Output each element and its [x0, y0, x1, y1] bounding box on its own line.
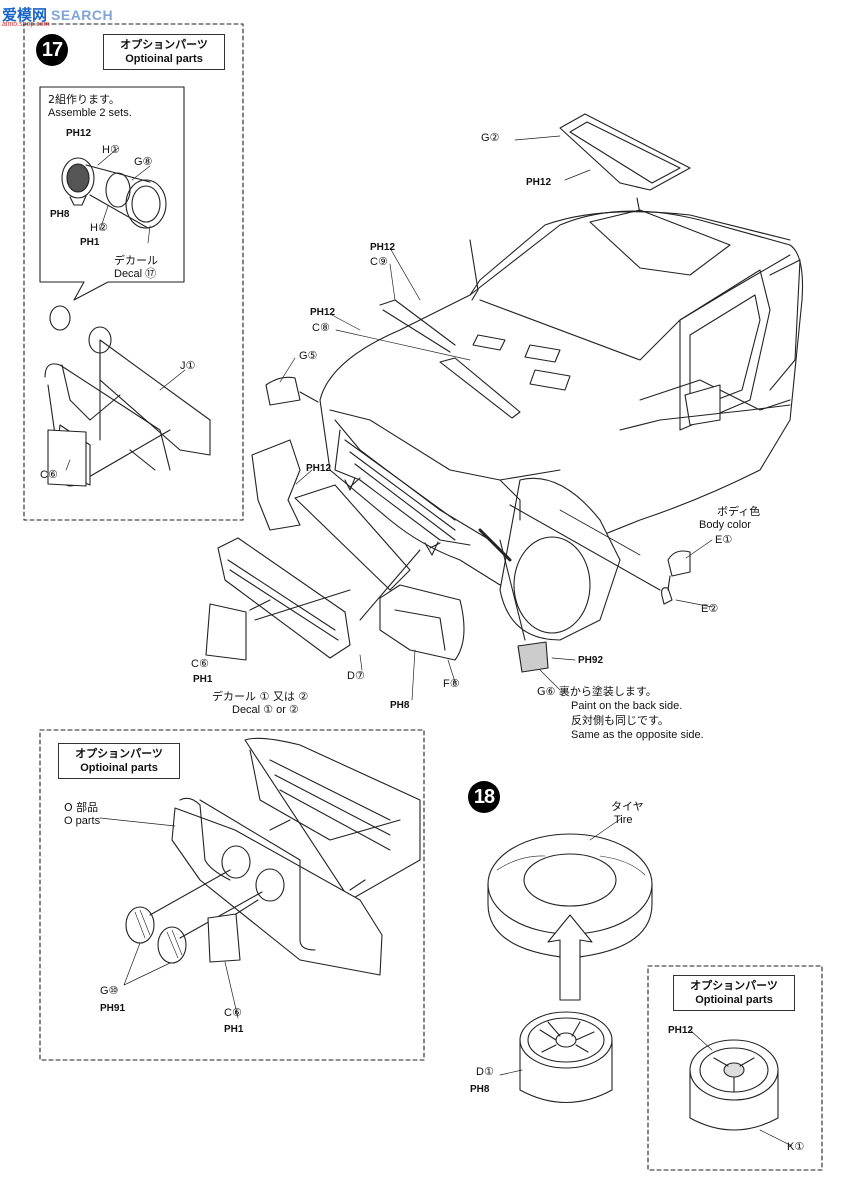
option-parts-box-top: オプションパーツ Optioinal parts	[103, 34, 225, 70]
side-marker-g6	[517, 641, 549, 673]
sunroof-glass	[559, 113, 691, 191]
option-parts-en: Optioinal parts	[80, 762, 158, 774]
label-tire-jp: タイヤ	[611, 800, 644, 813]
option-parts-jp: オプションパーツ	[690, 979, 778, 992]
label-lamp-ph8: PH8	[50, 209, 70, 220]
o-parts-bumper	[125, 737, 421, 976]
option-parts-box-bottom: オプションパーツ Optioinal parts	[58, 743, 180, 779]
label-g10: G⑩	[100, 985, 119, 997]
label-o-parts-jp: O 部品	[64, 801, 99, 814]
label-ph12-wiper: PH12	[370, 242, 396, 253]
label-ph12-wheel: PH12	[668, 1025, 694, 1036]
label-ph91: PH91	[100, 1003, 126, 1014]
label-j1: J①	[180, 360, 196, 372]
label-lamp-h1: H①	[102, 144, 120, 156]
label-k1: K①	[787, 1141, 805, 1153]
label-e1: E①	[715, 534, 733, 546]
body-color-mirror	[667, 550, 691, 577]
label-g5: G⑤	[299, 350, 318, 362]
lamp-callout-frame	[39, 86, 185, 301]
label-ph8-wheel: PH8	[470, 1084, 490, 1095]
label-decal-mid-jp: デカール ① 又は ②	[212, 690, 309, 703]
label-body-color-en: Body color	[699, 519, 751, 531]
bull-bar-left	[44, 305, 211, 487]
label-e2: E②	[701, 603, 719, 615]
option-parts-en: Optioinal parts	[125, 53, 203, 65]
step-17-badge: 17	[36, 34, 68, 66]
label-lamp-ph1: PH1	[80, 237, 100, 248]
label-opposite-jp: 反対側も同じです。	[571, 714, 669, 727]
label-c6-bottom: C⑥	[224, 1007, 242, 1019]
car-body	[319, 209, 804, 641]
label-ph12-bumper: PH12	[306, 463, 332, 474]
label-d1: D①	[476, 1066, 494, 1078]
front-grille-parts	[205, 439, 465, 661]
arrow-tire	[547, 914, 593, 1001]
label-decal-mid-en: Decal ① or ②	[232, 704, 299, 716]
label-lamp-h2: H②	[90, 222, 108, 234]
label-o-parts-en: O parts	[64, 815, 101, 827]
label-c9: C⑨	[370, 256, 388, 268]
wheel-d1	[519, 1011, 613, 1103]
watermark-search: SEARCH	[51, 7, 114, 23]
label-d7: D⑦	[347, 670, 365, 682]
option-parts-en: Optioinal parts	[695, 994, 773, 1006]
label-tire-en: Tire	[614, 814, 633, 826]
watermark-brand: 爱模网	[2, 7, 48, 24]
label-ph92: PH92	[578, 655, 604, 666]
antenna	[469, 239, 479, 301]
label-ph12-glass: PH12	[526, 177, 552, 188]
tire	[487, 833, 653, 959]
mirror-g5	[265, 376, 301, 406]
label-lamp-ph12: PH12	[66, 128, 92, 139]
wheel-option-frame	[647, 965, 823, 1171]
label-ph1-mid: PH1	[193, 674, 213, 685]
option-parts-jp: オプションパーツ	[75, 747, 163, 760]
step-18-badge: 18	[468, 781, 500, 813]
label-lamp-g8: G⑧	[134, 156, 153, 168]
label-ph1-bottom: PH1	[224, 1024, 244, 1035]
label-g6-paint-en: Paint on the back side.	[571, 700, 683, 712]
option-parts-jp: オプションパーツ	[120, 38, 208, 51]
label-g6-paint-jp: G⑥ 裏から塗装します。	[537, 685, 657, 698]
label-ph8-bumper: PH8	[390, 700, 410, 711]
bumper-option-frame	[39, 729, 425, 1061]
option-parts-box-wheel: オプションパーツ Optioinal parts	[673, 975, 795, 1011]
fog-lamp-parts	[61, 157, 167, 229]
label-c8: C⑧	[312, 322, 330, 334]
label-c6-left: C⑥	[40, 469, 58, 481]
label-opposite-en: Same as the opposite side.	[571, 729, 704, 741]
label-lamp-decal-en: Decal ⑰	[114, 268, 157, 280]
label-ph12-c8: PH12	[310, 307, 336, 318]
label-lamp-decal-jp: デカール	[114, 254, 158, 267]
assemble-note-en: Assemble 2 sets.	[48, 107, 132, 119]
label-f8: F⑧	[443, 678, 460, 690]
step17-option-frame	[23, 23, 244, 521]
assemble-note-jp: 2組作ります。	[48, 93, 120, 106]
wiper-lower	[439, 357, 521, 419]
label-body-color-jp: ボディ色	[717, 505, 761, 518]
wheel-k1	[689, 1039, 779, 1131]
label-c6-mid: C⑥	[191, 658, 209, 670]
label-g2: G②	[481, 132, 500, 144]
